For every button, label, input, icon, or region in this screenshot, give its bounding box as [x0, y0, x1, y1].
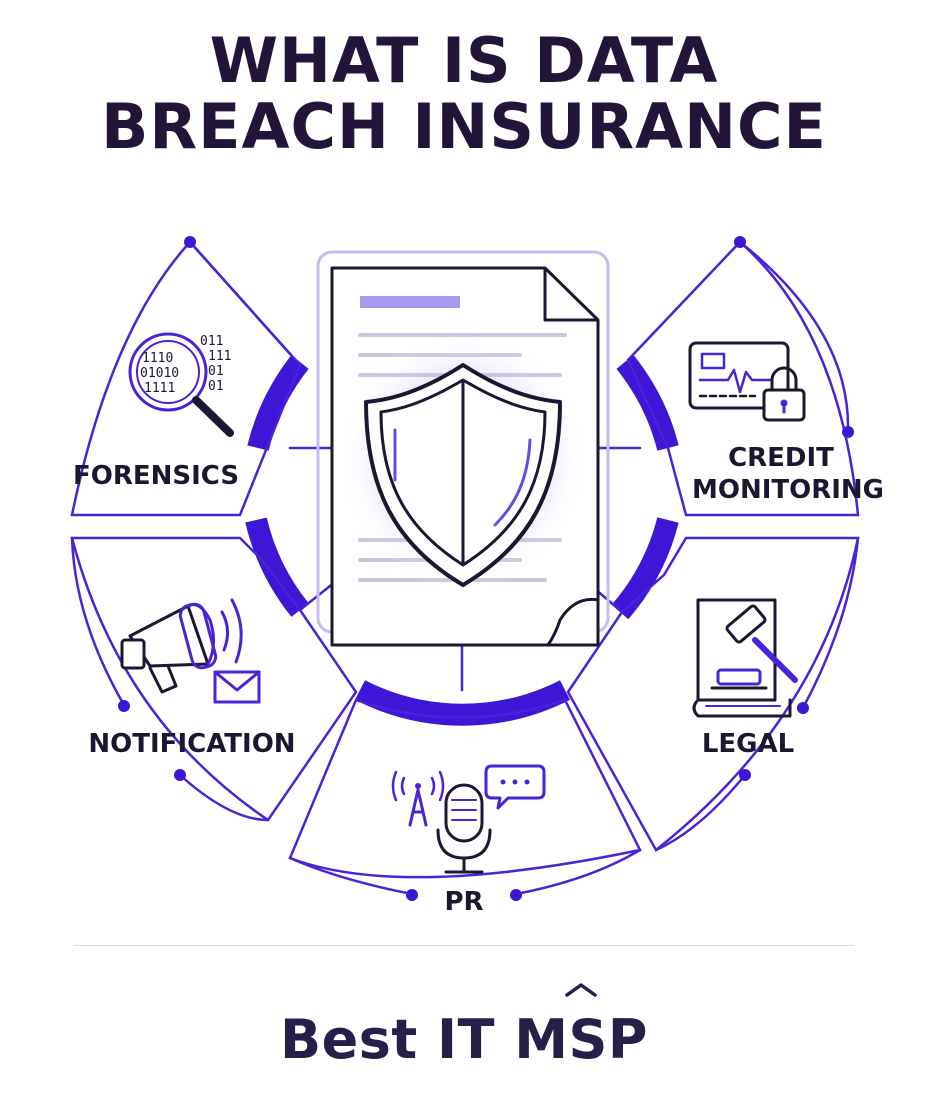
brand-text-part-2: MSP [514, 1008, 648, 1071]
svg-text:01: 01 [208, 379, 224, 394]
title-line-2: BREACH INSURANCE [101, 90, 827, 163]
microphone-broadcast-icon [391, 764, 546, 874]
label-pr: PR [444, 887, 483, 917]
megaphone-mail-icon [120, 598, 261, 704]
page-title: WHAT IS DATA BREACH INSURANCE [0, 28, 928, 160]
svg-text:1110: 1110 [142, 351, 173, 366]
svg-text:01010: 01010 [140, 366, 179, 381]
gavel-book-icon [692, 598, 798, 718]
svg-text:1111: 1111 [144, 381, 175, 396]
ring-arc-bottom [354, 680, 571, 726]
ring-arc-top-left [247, 355, 309, 451]
ring-arc-right [611, 517, 679, 620]
caret-up-icon [565, 983, 597, 997]
title-line-1: WHAT IS DATA [209, 24, 719, 97]
svg-text:01: 01 [208, 364, 224, 379]
shield-document-icon [316, 250, 610, 647]
svg-text:111: 111 [208, 349, 231, 364]
label-forensics: FORENSICS [73, 461, 239, 491]
brand-logo: Best IT MSP [0, 983, 928, 1071]
label-credit-line-1: CREDIT [728, 443, 834, 473]
label-legal: LEGAL [702, 729, 794, 759]
ring-arc-left [245, 517, 309, 617]
label-credit-line-2: MONITORING [692, 475, 884, 505]
segment-notification-outline [70, 536, 358, 822]
magnifier-binary-icon: 1110 01010 1111 011 111 01 01 [128, 332, 234, 437]
segment-credit-outline [626, 240, 860, 517]
brand-msp-word: MSP [514, 983, 648, 1071]
credit-card-lock-icon [688, 341, 806, 422]
footer-divider [74, 945, 854, 946]
svg-text:011: 011 [200, 334, 223, 349]
label-notification: NOTIFICATION [88, 729, 295, 759]
segment-pr-outline [288, 698, 642, 879]
brand-text-part-1: Best IT [280, 1008, 515, 1071]
segment-legal-outline [566, 536, 860, 852]
segment-outlines [70, 240, 860, 879]
segment-forensics-outline [70, 240, 302, 517]
